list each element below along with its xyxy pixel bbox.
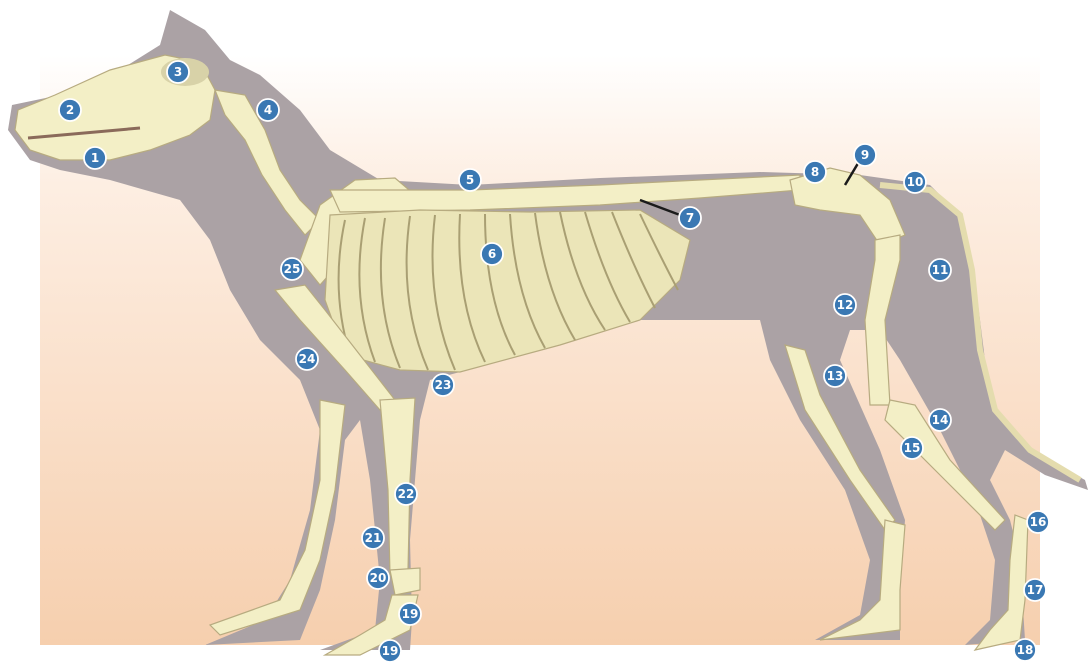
marker-label: 23 [435, 378, 452, 392]
marker-label: 16 [1030, 515, 1047, 529]
marker-label: 4 [264, 103, 272, 117]
carpus [390, 568, 420, 595]
marker-4: 4 [257, 99, 279, 121]
marker-12: 12 [834, 294, 856, 316]
marker-label: 6 [488, 247, 496, 261]
marker-label: 22 [398, 487, 415, 501]
marker-label: 7 [686, 211, 694, 225]
marker-label: 17 [1027, 583, 1044, 597]
marker-19b: 19 [379, 640, 401, 662]
marker-label: 14 [932, 413, 949, 427]
marker-11: 11 [929, 259, 951, 281]
marker-label: 10 [907, 175, 924, 189]
marker-label: 12 [837, 298, 854, 312]
marker-label: 18 [1017, 643, 1034, 657]
marker-7: 7 [679, 207, 701, 229]
marker-18: 18 [1014, 639, 1036, 661]
marker-label: 8 [811, 165, 819, 179]
marker-13: 13 [824, 365, 846, 387]
marker-5: 5 [459, 169, 481, 191]
marker-label: 9 [861, 148, 869, 162]
marker-25: 25 [281, 258, 303, 280]
marker-label: 24 [299, 352, 316, 366]
marker-19a: 19 [399, 603, 421, 625]
marker-15: 15 [901, 437, 923, 459]
marker-23: 23 [432, 374, 454, 396]
marker-label: 2 [66, 103, 74, 117]
marker-label: 13 [827, 369, 844, 383]
marker-label: 25 [284, 262, 301, 276]
marker-label: 3 [174, 65, 182, 79]
marker-9: 9 [854, 144, 876, 166]
marker-21: 21 [362, 527, 384, 549]
marker-2: 2 [59, 99, 81, 121]
marker-label: 1 [91, 151, 99, 165]
marker-label: 5 [466, 173, 474, 187]
marker-label: 11 [932, 263, 949, 277]
marker-22: 22 [395, 483, 417, 505]
marker-17: 17 [1024, 579, 1046, 601]
marker-label: 19 [382, 644, 399, 658]
marker-1: 1 [84, 147, 106, 169]
marker-label: 20 [370, 571, 387, 585]
marker-6: 6 [481, 243, 503, 265]
marker-20: 20 [367, 567, 389, 589]
marker-3: 3 [167, 61, 189, 83]
marker-14: 14 [929, 409, 951, 431]
marker-8: 8 [804, 161, 826, 183]
marker-label: 15 [904, 441, 921, 455]
marker-label: 19 [402, 607, 419, 621]
marker-10: 10 [904, 171, 926, 193]
marker-label: 21 [365, 531, 382, 545]
marker-24: 24 [296, 348, 318, 370]
marker-16: 16 [1027, 511, 1049, 533]
